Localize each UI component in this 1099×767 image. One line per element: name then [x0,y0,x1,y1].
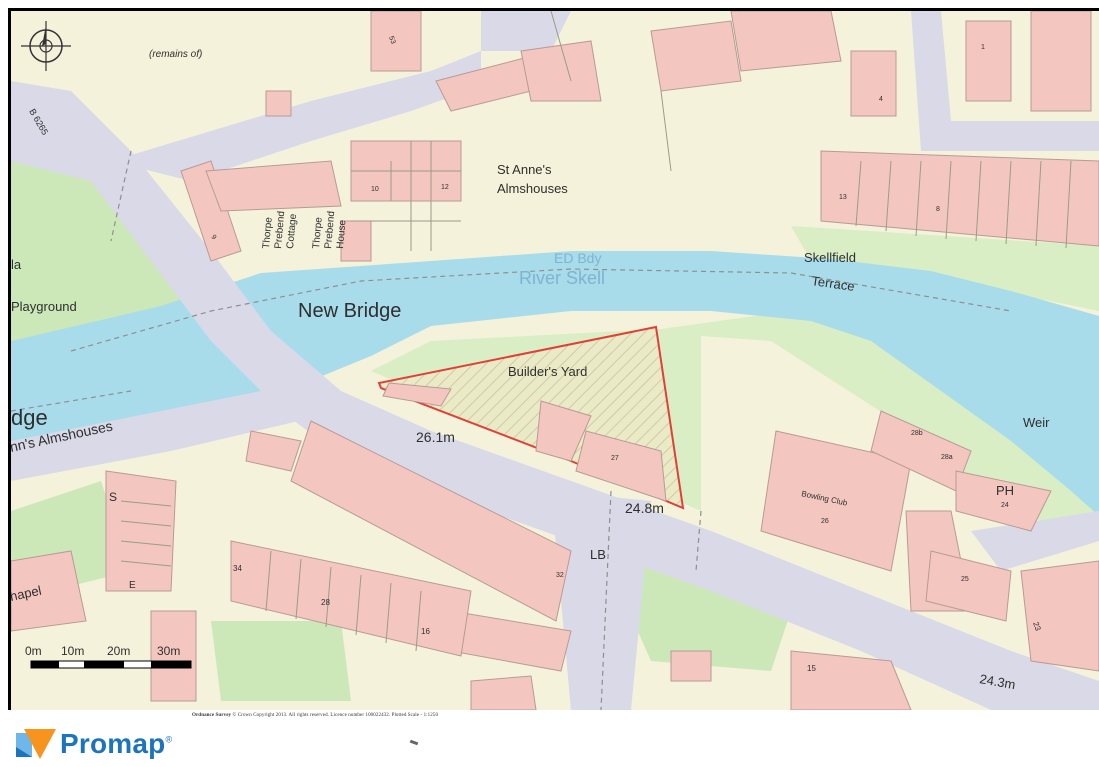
number-12: 12 [441,184,449,191]
copyright-source: Ordnance Survey [192,713,232,718]
number-28a: 28a [941,454,953,461]
edge-dge-label: dge [11,405,48,430]
scale-bar: 0m 10m 20m 30m [25,644,192,669]
promap-logo-icon [14,727,58,761]
letter-s: S [109,490,117,504]
height-26-1-label: 26.1m [416,429,455,445]
green-bank-north [791,226,1099,311]
map-view[interactable]: (remains of) B 6265 St Anne's Almshouses… [8,8,1099,710]
road-north [111,51,481,181]
number-16: 16 [421,627,430,636]
road-top [481,11,571,51]
green-sw [211,621,351,701]
pub-label: PH [996,483,1014,498]
remains-label: (remains of) [149,49,202,60]
almshouses-label-2: Almshouses [497,181,568,196]
road-south [551,491,651,710]
number-8: 8 [936,206,940,213]
number-28: 28 [321,598,330,607]
buildings [11,11,1099,710]
compass-icon [21,21,71,71]
edge-la-label: la [11,257,22,272]
letter-e: E [129,580,136,591]
scale-tick-30: 30m [157,644,180,658]
dashed-boundaries [11,150,1012,710]
copyright-notice: Ordnance Survey © Crown Copyright 2013. … [192,713,438,718]
property-lines [120,11,1072,652]
number-26: 26 [821,518,829,525]
skellfield-label-2: Terrace [811,273,856,294]
cottage-label-2: Prebend [273,211,287,250]
number-23: 23 [1031,621,1043,633]
cottage-label-1: Thorpe [261,216,275,249]
number-15: 15 [807,664,816,673]
road-east [971,511,1099,571]
weir-label: Weir [1023,415,1050,430]
promap-logo: Promap® [14,724,172,764]
number-25: 25 [961,576,969,583]
number-24: 24 [1001,502,1009,509]
almshouses-label-1: St Anne's [497,162,552,177]
footer: Ordnance Survey © Crown Copyright 2013. … [0,710,1099,767]
number-13: 13 [839,194,847,201]
number-10: 10 [371,186,379,193]
builders-yard-label: Builder's Yard [508,364,587,379]
number-34: 34 [233,564,242,573]
number-27: 27 [611,455,619,462]
ed-boundary-label: ED Bdy [554,250,601,266]
lane-ne [911,11,1099,151]
house-label-1: Thorpe [311,216,325,249]
map-canvas[interactable]: (remains of) B 6265 St Anne's Almshouses… [11,11,1099,710]
number-4: 4 [879,96,883,103]
new-bridge-label: New Bridge [298,300,401,322]
copyright-text: © Crown Copyright 2013. All rights reser… [232,713,439,718]
scale-tick-0: 0m [25,644,42,658]
road-west [11,381,341,481]
house-label-2: Prebend [323,211,337,250]
listed-building-label: LB [590,547,606,562]
house-label-3: House [335,219,349,249]
number-32: 32 [556,572,564,579]
scale-tick-20: 20m [107,644,130,658]
river-skell-label: River Skell [519,268,605,288]
playground-label: Playground [11,299,77,314]
number-1: 1 [981,44,985,51]
chapel-label: hapel [11,583,43,604]
river-skell [11,251,1099,516]
skellfield-label-1: Skellfield [804,250,856,265]
stray-mark [409,739,419,746]
main-road [11,81,1099,710]
cottage-label-3: Cottage [285,213,299,249]
number-53: 53 [387,35,396,45]
promap-logo-text: Promap® [60,728,173,759]
scale-tick-10: 10m [61,644,84,658]
height-24-8-label: 24.8m [625,500,664,516]
height-24-3-label: 24.3m [978,671,1016,692]
number-28b: 28b [911,430,923,437]
number-9: 9 [209,234,217,242]
